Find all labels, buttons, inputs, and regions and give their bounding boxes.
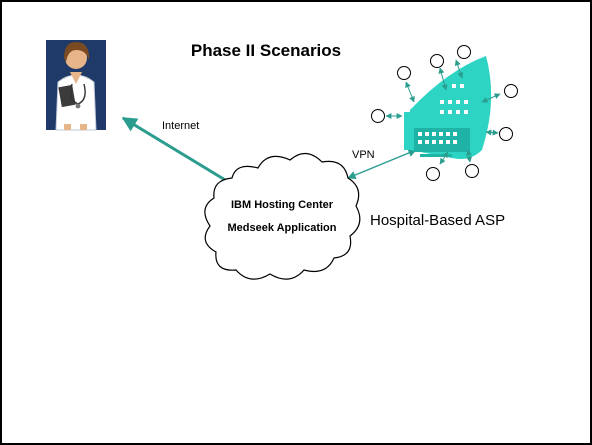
circle-node-icon <box>499 127 513 141</box>
slide-title: Phase II Scenarios <box>191 41 341 60</box>
hospital-building-icon <box>404 56 492 159</box>
circle-node-icon <box>430 54 444 68</box>
hosting-center-label: IBM Hosting Center <box>231 199 334 211</box>
circle-node-icon <box>465 164 479 178</box>
doctor-icon <box>46 40 106 131</box>
circle-node-icon <box>371 109 385 123</box>
circle-node-icon <box>504 84 518 98</box>
circle-node-icon <box>426 167 440 181</box>
medseek-application-label: Medseek Application <box>227 222 336 234</box>
internet-label: Internet <box>162 120 199 132</box>
circle-node-icon <box>457 45 471 59</box>
cloud-icon <box>204 152 361 280</box>
hospital-asp-label: Hospital-Based ASP <box>370 212 505 229</box>
vpn-label: VPN <box>352 149 375 161</box>
circle-node-icon <box>397 66 411 80</box>
hospital-network <box>385 59 501 165</box>
vpn-connection-arrow <box>347 148 417 180</box>
